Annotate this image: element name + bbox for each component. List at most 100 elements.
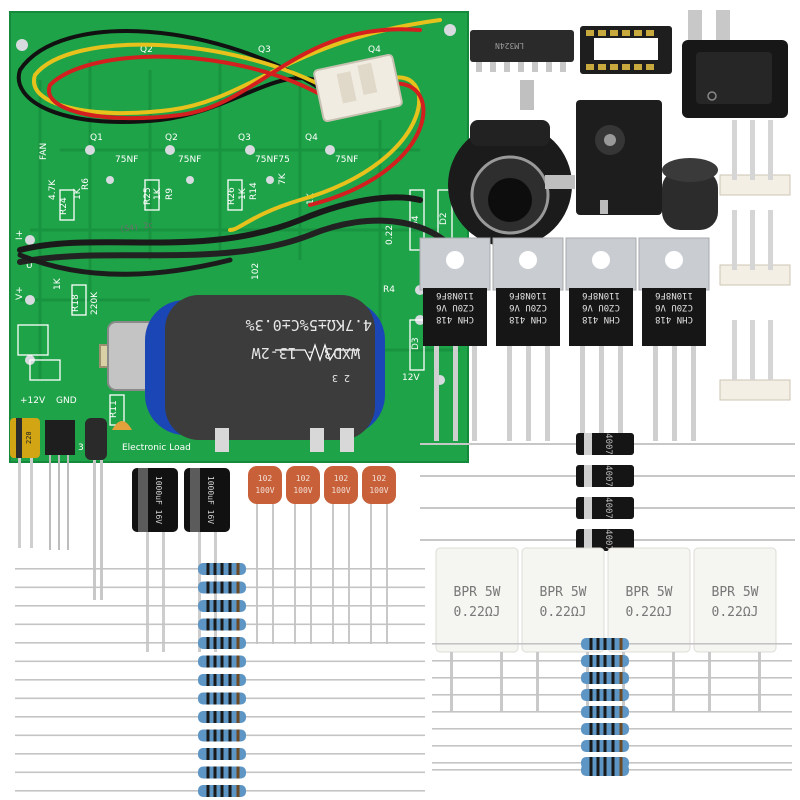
mosfet-marking: CHN 418	[436, 314, 474, 324]
resistor-left-2	[15, 581, 425, 594]
resistor-left-13	[15, 785, 425, 797]
resistor-left-9	[15, 711, 425, 723]
potentiometer: 4.7KΩ±5%C±0.3% WXD3 - 13-2W 2 3	[99, 295, 385, 452]
power-resistor-2: BPR 5W 0.22ΩJ	[521, 547, 605, 712]
board-title: Electronic Load	[122, 443, 191, 453]
resistor-left-5	[15, 637, 425, 649]
resistor-left-12	[15, 766, 425, 779]
diode-label: 4007	[603, 497, 613, 519]
electrolytic-cap-group: 1000uF 16V 1000uF 16V	[132, 468, 230, 652]
to92-transistor	[45, 420, 75, 550]
electrolytic-cap-1: 1000uF 16V	[132, 468, 178, 652]
value-220k: 220K	[90, 291, 100, 315]
q3-top-label: Q3	[258, 45, 271, 55]
diode-2: 4007	[420, 465, 795, 487]
dc-jack-pcb	[576, 100, 662, 215]
value-1k-b: 1K	[153, 187, 163, 200]
ceramic-value: 102	[334, 474, 349, 483]
mosfet-marking: CHN 418	[655, 314, 693, 324]
ceramic-value: 102	[258, 474, 273, 483]
mosfet-marking: 110N8F6	[582, 290, 620, 300]
rocker-switch	[682, 10, 788, 118]
pin-headers	[719, 120, 791, 401]
d3-label: D3	[411, 337, 421, 350]
orange-small-cap	[112, 421, 132, 430]
resistor-left-11	[15, 748, 425, 760]
resistor-left-6	[15, 655, 425, 668]
u-label: U	[26, 261, 33, 271]
ic-socket	[580, 26, 672, 74]
value-1k-a: 1K	[73, 187, 83, 200]
small-cap-label: 220	[25, 431, 33, 444]
d4-label: D4	[411, 215, 421, 228]
power-resistor-value: 0.22ΩJ	[712, 605, 759, 620]
power-resistor-value: 0.22ΩJ	[626, 605, 673, 620]
diode-label: 4007	[603, 433, 613, 455]
pot-rating: 4.7KΩ±5%C±0.3%	[246, 316, 372, 334]
value-102: 102	[251, 263, 261, 280]
value-4-7k: 4.7K	[48, 179, 58, 200]
ic-chip: LM324N	[470, 30, 574, 72]
tantalum-cap	[85, 418, 107, 600]
resistor-left-4	[15, 618, 425, 631]
r4-label: R4	[383, 285, 395, 295]
resistor-left-7	[15, 674, 425, 686]
resistor-right-2	[432, 655, 792, 667]
mosfet-marking: 110N8F6	[436, 290, 474, 300]
q3-label: Q3	[238, 133, 251, 143]
pot-knob	[662, 158, 718, 230]
gnd-label: GND	[56, 396, 77, 406]
value-1k-d: 1K	[53, 277, 63, 290]
q1-label: Q1	[90, 133, 103, 143]
q4-top-label: Q4	[368, 45, 381, 55]
q4-label: Q4	[305, 133, 318, 143]
r6-label: R6	[81, 178, 91, 190]
pot-pins: 2 3	[332, 372, 350, 383]
q2-label: Q2	[165, 133, 178, 143]
diode-group: 4007 4007 4007 4007	[420, 433, 795, 551]
resistor-right-7	[432, 740, 792, 752]
diode-label: 4007	[603, 465, 613, 487]
resistor-right-1	[432, 638, 792, 650]
resistor-right-3	[432, 672, 792, 684]
r26-label: R26	[227, 187, 237, 205]
resistor-group-right	[432, 638, 792, 776]
v12b-label: 12V	[402, 373, 420, 383]
mosfet-marking: CHN 418	[509, 314, 547, 324]
power-resistor-3: BPR 5W0.22ΩJ	[607, 547, 691, 712]
power-resistor-rating: BPR 5W	[540, 585, 587, 600]
ecap-label: 1000uF 16V	[206, 476, 215, 524]
ecap-label: 1000uF 16V	[154, 476, 163, 524]
value-1k-c: 1K	[238, 187, 248, 200]
diode-4: 4007	[420, 529, 795, 551]
diode-3: 4007	[420, 497, 795, 519]
r24-label: R24	[59, 197, 69, 215]
resistor-right-5	[432, 706, 792, 718]
resistor-left-8	[15, 692, 425, 705]
resistor-left-10	[15, 729, 425, 742]
power-resistor-value: 0.22ΩJ	[540, 605, 587, 620]
v12-label: +12V	[20, 396, 46, 406]
small-electrolytic-cap: 220	[10, 418, 40, 548]
resistor-right-4	[432, 689, 792, 701]
i-plus-label: I+	[15, 230, 25, 240]
resistor-right-9	[432, 764, 792, 776]
ceramic-value: 102	[296, 474, 311, 483]
power-resistor-4: BPR 5W0.22ΩJ	[693, 547, 777, 712]
d2-label: D2	[439, 212, 449, 225]
r9-label: R9	[165, 188, 175, 200]
ic-label-4: 75NF	[335, 155, 358, 165]
mosfet-marking: 110N8F6	[655, 290, 693, 300]
mosfet-marking: CZ0U V6	[582, 302, 620, 312]
mosfet-marking: CHN 418	[582, 314, 620, 324]
ic-label-2: 75NF	[178, 155, 201, 165]
